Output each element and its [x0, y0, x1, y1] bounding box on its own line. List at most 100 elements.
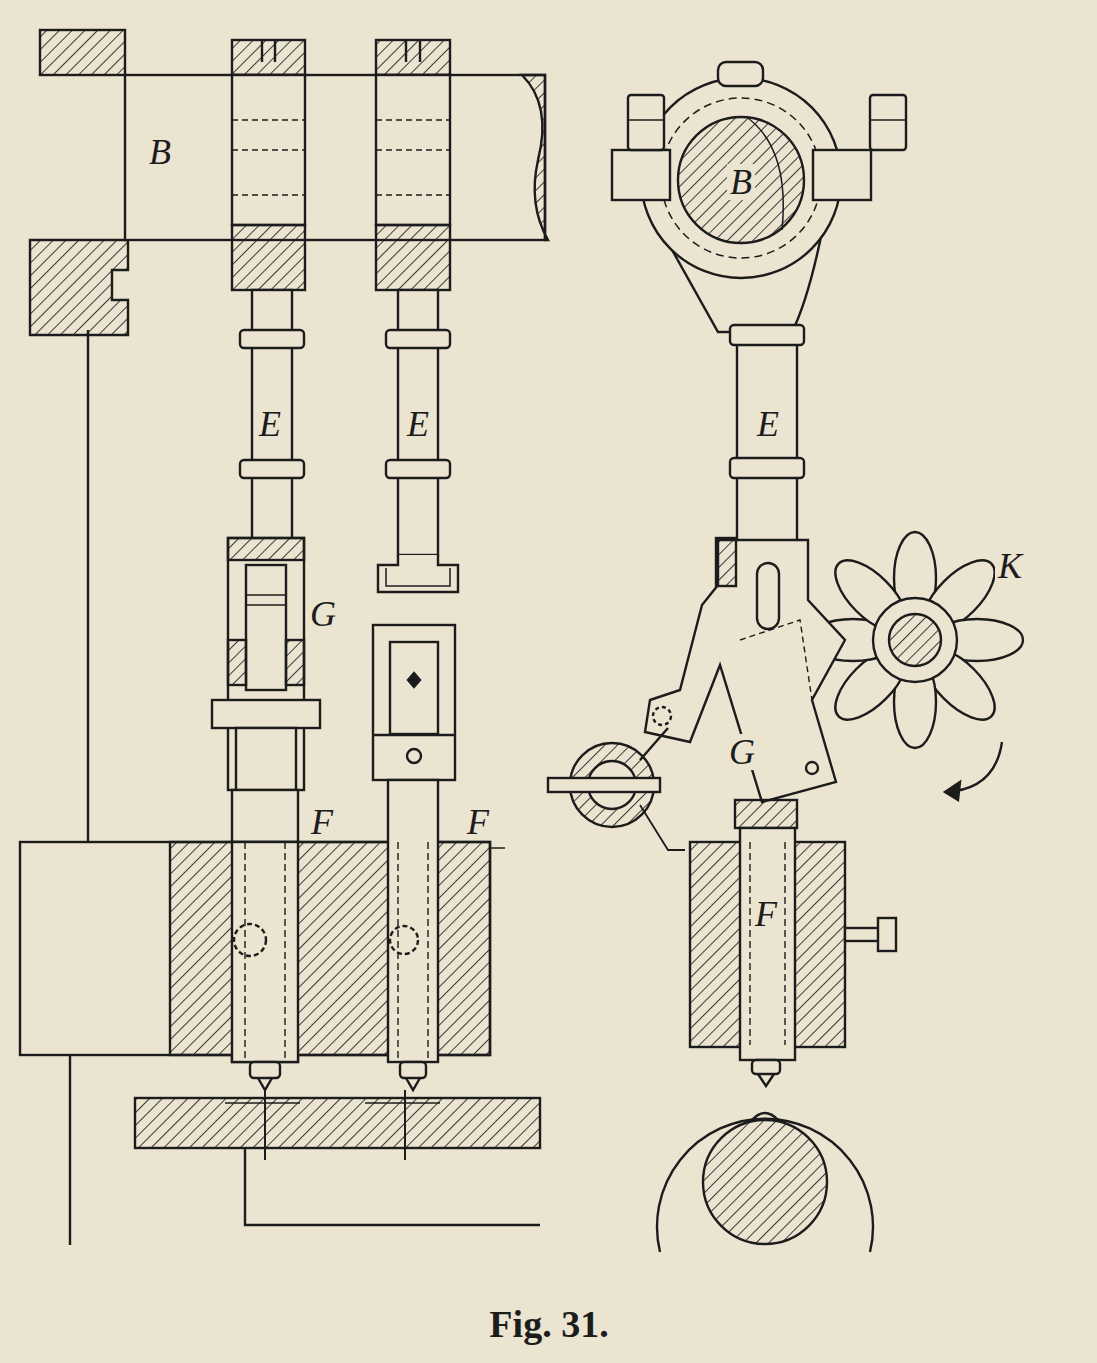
drawing-part [252, 290, 292, 540]
drawing-part [170, 842, 490, 1055]
drawing-part [228, 538, 304, 790]
drawing-part [406, 40, 420, 62]
drawing-part [250, 1062, 280, 1078]
drawing-part [757, 563, 779, 629]
part-letter: F [464, 804, 492, 840]
drawing-part [750, 842, 785, 1045]
part-letter: K [995, 548, 1025, 584]
drawing-part [945, 782, 960, 800]
figure-caption: Fig. 31. [489, 1305, 608, 1343]
drawing-part [376, 225, 450, 290]
drawing-part [889, 614, 941, 666]
drawing-part [657, 1119, 873, 1252]
part-letter: G [307, 596, 339, 632]
front-view [20, 30, 548, 1245]
drawing-part [246, 565, 286, 690]
drawing-part [390, 926, 418, 954]
drawing-part [407, 749, 421, 763]
drawing-part [752, 1060, 780, 1074]
drawing-part [373, 625, 455, 780]
drawing-part [232, 790, 298, 1062]
drawing-part [406, 1078, 420, 1090]
drawing-part [228, 640, 246, 685]
drawing-part [400, 1062, 426, 1078]
drawing-part [752, 1113, 778, 1120]
drawing-part [653, 707, 671, 725]
drawing-part [612, 150, 670, 200]
drawing-part [258, 1078, 272, 1090]
drawing-part [212, 700, 320, 728]
drawing-part [286, 640, 304, 685]
drawing-part [386, 568, 450, 586]
drawing-part [870, 95, 906, 150]
drawing-part [234, 924, 266, 956]
drawing-part [225, 1102, 440, 1104]
part-letter: B [727, 164, 755, 200]
drawing-part [737, 332, 797, 542]
part-letter: B [146, 134, 174, 170]
drawing-part [388, 780, 438, 1062]
drawing-part [228, 538, 304, 560]
part-letter: G [726, 734, 758, 770]
drawing-part [232, 842, 298, 1062]
drawing-part [945, 742, 1002, 792]
drawing-part [735, 800, 797, 828]
drawing-part [386, 460, 450, 478]
drawing-part [806, 762, 818, 774]
drawing-part [232, 120, 305, 195]
drawing-part [262, 40, 275, 62]
drawing-part [758, 1074, 774, 1086]
drawing-part [265, 1090, 405, 1160]
drawing-part [240, 330, 304, 348]
drawing-part [628, 95, 664, 150]
drawing-part [245, 842, 285, 1060]
drawing-part [640, 805, 685, 850]
drawing-part [232, 40, 305, 75]
drawing-part [740, 828, 795, 1060]
drawing-part [645, 540, 845, 802]
drawing-part [386, 330, 450, 348]
drawing-part [661, 98, 821, 258]
drawing-part [376, 75, 450, 225]
drawing-part [873, 598, 957, 682]
drawing-part [245, 1148, 540, 1225]
drawing-part [125, 75, 545, 240]
drawing-part [813, 150, 871, 200]
part-letter: E [754, 406, 782, 442]
drawing-part [718, 62, 763, 86]
drawing-part [548, 778, 660, 792]
drawing-part [678, 117, 804, 243]
drawing-part [716, 538, 736, 586]
part-letter: E [404, 406, 432, 442]
drawing-part [135, 1098, 540, 1148]
drawing-part [232, 225, 305, 290]
drawing-part [878, 918, 896, 951]
drawing-part [408, 673, 420, 687]
drawing-part [30, 240, 128, 335]
drawing-part [730, 458, 804, 478]
drawing-part [490, 847, 505, 849]
side-view [548, 62, 1023, 1252]
drawing-part [373, 734, 455, 736]
drawing-part [845, 928, 880, 941]
drawing-part [87, 330, 89, 842]
drawing-part [730, 325, 804, 345]
drawing-part [40, 30, 125, 75]
drawing-part [240, 460, 304, 478]
part-letter: E [256, 406, 284, 442]
drawing-part [703, 1120, 827, 1244]
drawing-part [522, 75, 548, 240]
drawing-part [390, 642, 438, 734]
drawing-part [69, 1055, 71, 1245]
drawing-part [740, 620, 812, 700]
drawing-part [376, 40, 450, 75]
drawing-part [376, 120, 450, 195]
drawing-part [378, 555, 458, 592]
drawing-part [640, 728, 668, 760]
drawing-part [232, 75, 305, 225]
part-letter: F [308, 804, 336, 840]
part-letter: F [752, 896, 780, 932]
drawing-part [628, 119, 906, 121]
drawing-part [236, 728, 296, 790]
